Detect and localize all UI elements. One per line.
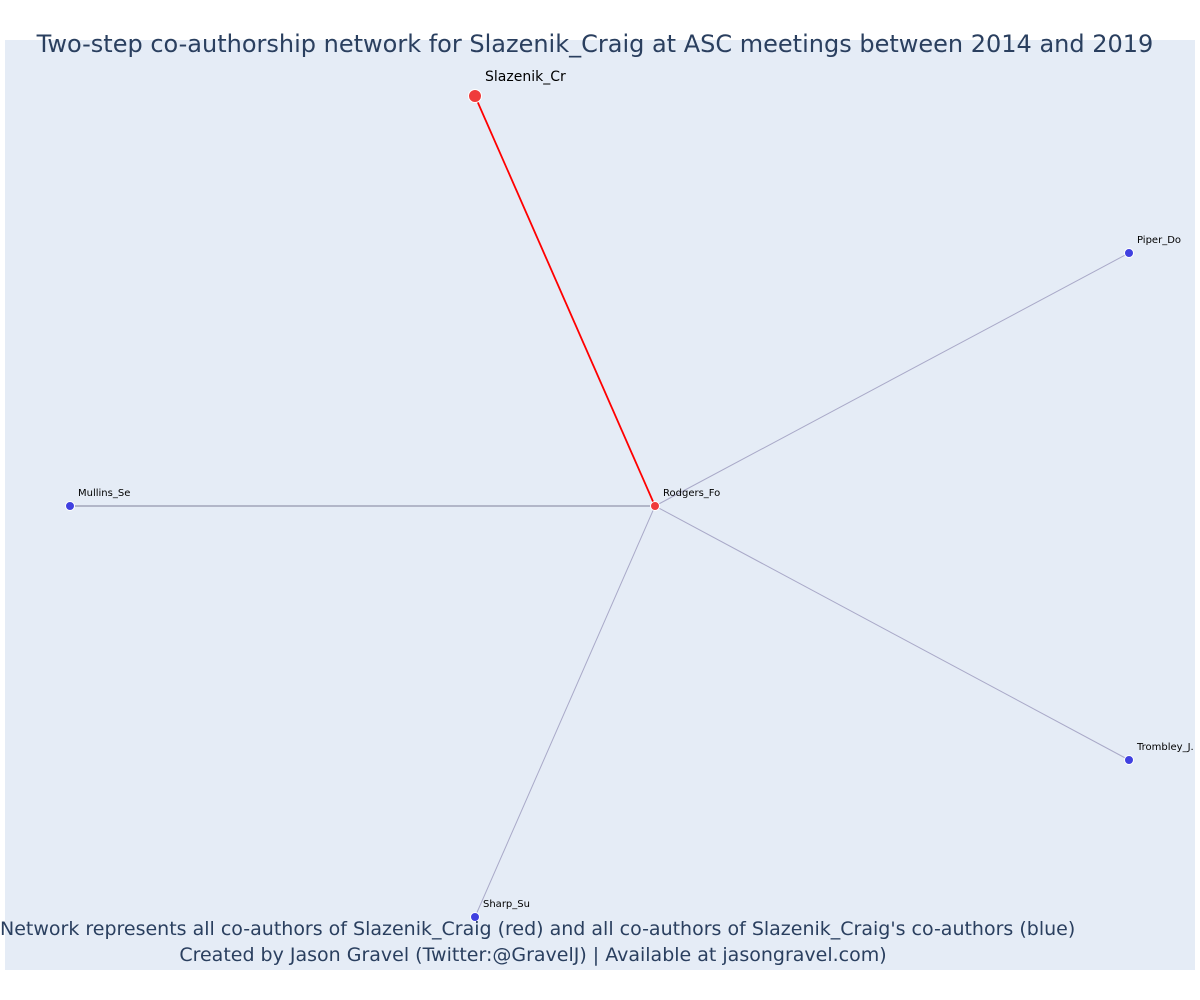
node-label-slazenik: Slazenik_Cr bbox=[485, 69, 566, 85]
node-sharp[interactable] bbox=[470, 912, 480, 922]
node-label-rodgers: Rodgers_Fo bbox=[663, 488, 720, 499]
node-slazenik[interactable] bbox=[468, 89, 482, 103]
node-label-sharp: Sharp_Su bbox=[483, 899, 530, 910]
footer-description: Network represents all co-authors of Sla… bbox=[0, 918, 1076, 940]
plot-area bbox=[5, 40, 1195, 970]
edge-layer bbox=[70, 95, 1130, 918]
node-trombley[interactable] bbox=[1124, 755, 1134, 765]
chart-title: Two-step co-authorship network for Slaze… bbox=[36, 30, 1154, 58]
edge-rodgers-trombley bbox=[654, 505, 1130, 761]
edge-slazenik-rodgers bbox=[474, 95, 656, 507]
footer-credit: Created by Jason Gravel (Twitter:@Gravel… bbox=[179, 944, 887, 966]
edge-rodgers-sharp bbox=[474, 505, 656, 918]
node-label-trombley: Trombley_J. bbox=[1136, 742, 1194, 753]
node-piper[interactable] bbox=[1124, 248, 1134, 258]
edge-rodgers-piper bbox=[654, 252, 1130, 507]
node-layer bbox=[65, 89, 1134, 922]
node-label-mullins: Mullins_Se bbox=[78, 488, 130, 499]
node-rodgers[interactable] bbox=[650, 501, 660, 511]
node-label-piper: Piper_Do bbox=[1137, 235, 1181, 246]
node-mullins[interactable] bbox=[65, 501, 75, 511]
